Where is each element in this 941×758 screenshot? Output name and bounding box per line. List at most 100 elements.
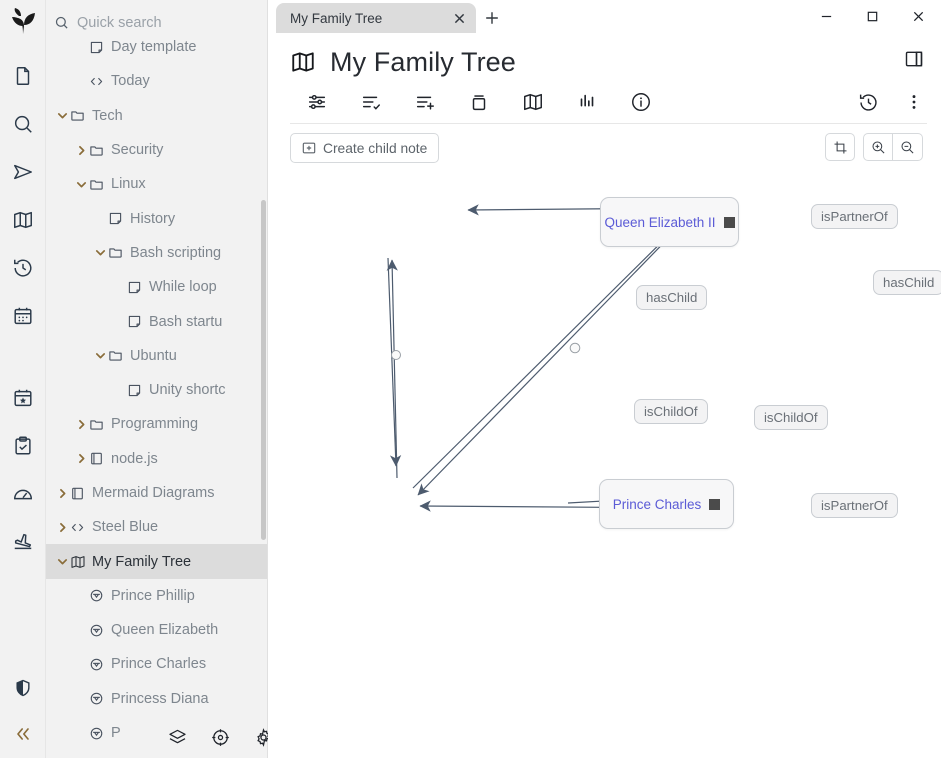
edge-label-ispartnerof[interactable]: isPartnerOf bbox=[811, 493, 898, 518]
sliders-icon[interactable] bbox=[290, 84, 344, 120]
sidebar-item-p[interactable]: P bbox=[46, 716, 267, 750]
relation-node-charles[interactable]: Prince Charles bbox=[599, 479, 734, 529]
maximize-icon[interactable] bbox=[849, 0, 895, 33]
trilium-leaf-logo[interactable] bbox=[9, 8, 37, 36]
tree-scrollbar[interactable] bbox=[261, 200, 266, 540]
plane-landing-icon[interactable] bbox=[0, 518, 46, 566]
bar-chart-icon[interactable] bbox=[560, 84, 614, 120]
minimize-icon[interactable] bbox=[803, 0, 849, 33]
expand-chevron-icon[interactable] bbox=[54, 110, 70, 121]
sidebar-item-today[interactable]: Today bbox=[46, 64, 267, 98]
expand-chevron-icon[interactable] bbox=[54, 488, 70, 499]
sidebar-item-bash-startu[interactable]: Bash startu bbox=[46, 304, 267, 338]
search-icon[interactable] bbox=[0, 100, 46, 148]
quick-search[interactable]: Quick search bbox=[46, 0, 267, 45]
relation-icon bbox=[89, 623, 111, 638]
edge-label-haschild[interactable]: hasChild bbox=[636, 285, 708, 310]
kebab-menu-icon[interactable] bbox=[895, 84, 933, 120]
crop-reset-icon[interactable] bbox=[825, 133, 855, 161]
close-icon[interactable] bbox=[895, 0, 941, 33]
sidebar-item-label: Security bbox=[111, 142, 164, 159]
sidebar-item-programming[interactable]: Programming bbox=[46, 407, 267, 441]
shield-icon[interactable] bbox=[0, 666, 46, 710]
sidebar-item-tech[interactable]: Tech bbox=[46, 99, 267, 133]
note-page-icon bbox=[127, 314, 149, 329]
edge-label-haschild[interactable]: hasChild bbox=[873, 270, 941, 295]
layers-icon[interactable] bbox=[168, 728, 187, 752]
node-badge-icon[interactable] bbox=[709, 498, 721, 510]
expand-chevron-icon[interactable] bbox=[73, 453, 89, 464]
edge-label-ischildof[interactable]: isChildOf bbox=[634, 399, 708, 424]
sidebar-item-mermaid-diagrams[interactable]: Mermaid Diagrams bbox=[46, 476, 267, 510]
right-panel-icon[interactable] bbox=[901, 46, 927, 72]
map-book-icon[interactable] bbox=[0, 196, 46, 244]
sidebar-item-princess-diana[interactable]: Princess Diana bbox=[46, 682, 267, 716]
plus-icon[interactable] bbox=[478, 3, 506, 33]
map-book-icon[interactable] bbox=[506, 84, 560, 120]
ribbon-right-actions bbox=[841, 81, 933, 123]
sidebar-item-node-js[interactable]: node.js bbox=[46, 442, 267, 476]
relation-icon bbox=[89, 657, 111, 672]
relation-node-label: Prince Charles bbox=[612, 496, 702, 512]
sidebar-item-unity-shortc[interactable]: Unity shortc bbox=[46, 373, 267, 407]
calendar-star-icon[interactable] bbox=[0, 374, 46, 422]
expand-chevron-icon[interactable] bbox=[73, 179, 89, 190]
sidebar-item-ubuntu[interactable]: Ubuntu bbox=[46, 339, 267, 373]
create-child-note-button[interactable]: Create child note bbox=[290, 133, 440, 163]
sidebar-item-while-loop[interactable]: While loop bbox=[46, 270, 267, 304]
target-icon[interactable] bbox=[211, 728, 230, 752]
box-icon[interactable] bbox=[452, 84, 506, 120]
expand-chevron-icon[interactable] bbox=[73, 419, 89, 430]
gear-icon[interactable] bbox=[254, 728, 273, 752]
sidebar-item-day-template[interactable]: Day template bbox=[46, 30, 267, 64]
sidebar-item-my-family-tree[interactable]: My Family Tree bbox=[46, 544, 267, 579]
relation-node-label: Queen Elizabeth II bbox=[604, 214, 716, 230]
relation-node-qe2[interactable]: Queen Elizabeth II bbox=[600, 197, 739, 247]
info-icon[interactable] bbox=[614, 84, 668, 120]
send-icon[interactable] bbox=[0, 148, 46, 196]
expand-chevron-icon[interactable] bbox=[92, 247, 108, 258]
folder-icon bbox=[108, 348, 130, 363]
history-clock-icon[interactable] bbox=[841, 84, 895, 120]
close-icon[interactable] bbox=[450, 9, 468, 27]
folder-icon bbox=[108, 245, 130, 260]
tab-bar: My Family Tree bbox=[268, 0, 941, 33]
sidebar-item-linux[interactable]: Linux bbox=[46, 167, 267, 201]
sidebar-item-history[interactable]: History bbox=[46, 201, 267, 235]
chevrons-left-icon[interactable] bbox=[0, 710, 46, 758]
code-note-icon bbox=[89, 40, 111, 55]
sidebar-item-security[interactable]: Security bbox=[46, 133, 267, 167]
sidebar-item-prince-phillip[interactable]: Prince Phillip bbox=[46, 579, 267, 613]
sidebar-item-queen-elizabeth[interactable]: Queen Elizabeth bbox=[46, 613, 267, 647]
edge-label-ispartnerof[interactable]: isPartnerOf bbox=[811, 204, 898, 229]
expand-chevron-icon[interactable] bbox=[54, 522, 70, 533]
list-plus-icon[interactable] bbox=[398, 84, 452, 120]
rail-spacer bbox=[0, 340, 46, 374]
clipboard-check-icon[interactable] bbox=[0, 422, 46, 470]
note-icon[interactable] bbox=[0, 52, 46, 100]
gauge-icon[interactable] bbox=[0, 470, 46, 518]
history-clock-icon[interactable] bbox=[0, 244, 46, 292]
sidebar-item-bash-scripting[interactable]: Bash scripting bbox=[46, 236, 267, 270]
relation-icon bbox=[89, 691, 111, 706]
expand-chevron-icon[interactable] bbox=[54, 556, 70, 567]
folder-icon bbox=[89, 143, 111, 158]
calendar-icon[interactable] bbox=[0, 292, 46, 340]
sidebar-item-prince-charles[interactable]: Prince Charles bbox=[46, 647, 267, 681]
expand-chevron-icon[interactable] bbox=[73, 145, 89, 156]
list-check-icon[interactable] bbox=[344, 84, 398, 120]
sidebar-item-steel-blue[interactable]: Steel Blue bbox=[46, 510, 267, 544]
tab-my-family-tree[interactable]: My Family Tree bbox=[276, 3, 476, 33]
expand-chevron-icon[interactable] bbox=[92, 350, 108, 361]
note-page-icon bbox=[108, 211, 130, 226]
sidebar-item-label: Prince Charles bbox=[111, 656, 207, 673]
zoom-in-icon[interactable] bbox=[863, 133, 893, 161]
zoom-button-group bbox=[863, 133, 923, 161]
edge-handle bbox=[391, 350, 401, 360]
zoom-out-icon[interactable] bbox=[893, 133, 923, 161]
sidebar-item-label: Prince Phillip bbox=[111, 587, 195, 604]
node-badge-icon[interactable] bbox=[723, 216, 735, 228]
edge-label-ischildof[interactable]: isChildOf bbox=[754, 405, 828, 430]
